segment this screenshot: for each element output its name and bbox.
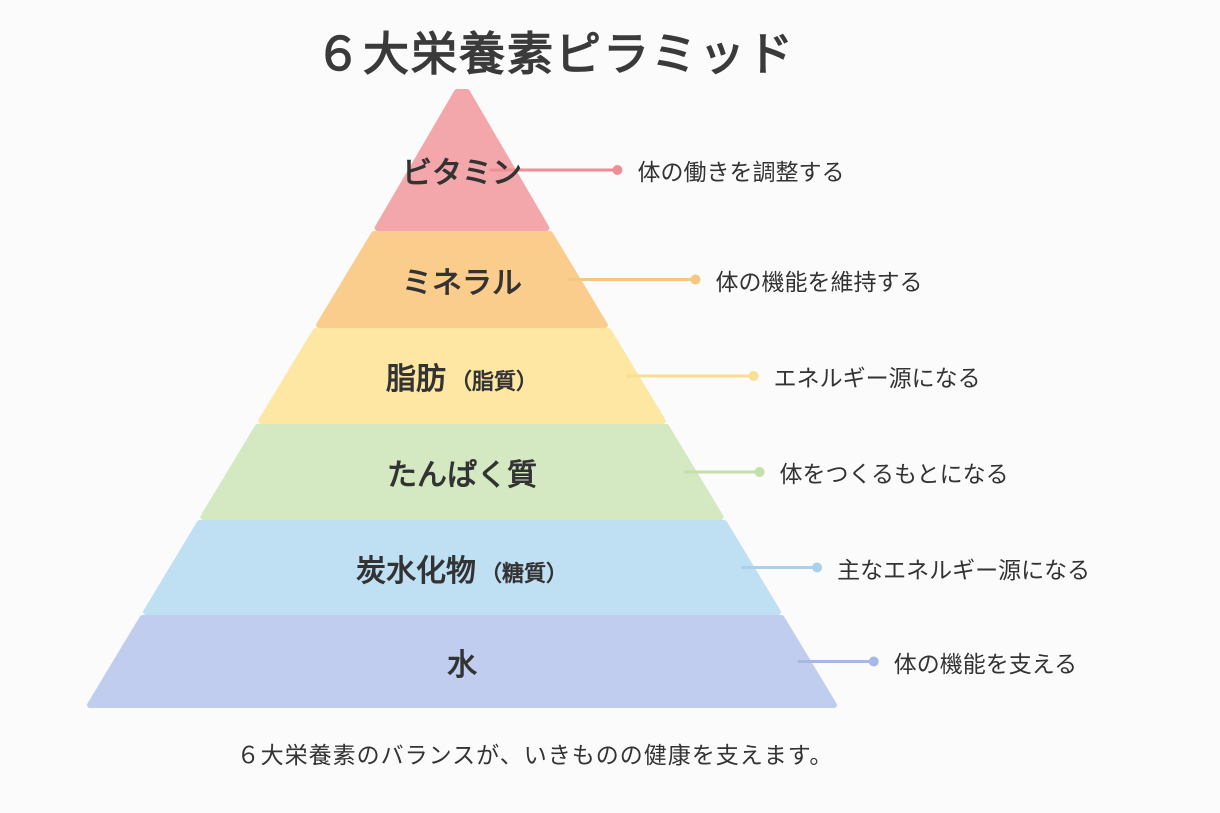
layer-label-4: たんぱく質 [387, 450, 537, 494]
layer-label-5: 炭水化物（糖質） [356, 546, 568, 590]
pyramid-layer-4 [200, 424, 724, 520]
layer-name: 炭水化物 [355, 553, 476, 589]
layer-role-1: 体の働きを調整する [637, 160, 845, 186]
layer-name: たんぱく質 [387, 458, 537, 493]
pyramid-layer-6 [87, 615, 837, 708]
layer-label-3: 脂肪（脂質） [386, 354, 538, 398]
layer-name-paren: （糖質） [479, 561, 569, 587]
leader-dot-5 [812, 562, 823, 573]
layer-label-1: ビタミン [402, 148, 522, 192]
pyramid-layer-1 [374, 89, 550, 231]
leader-dot-4 [754, 467, 765, 477]
pyramid-layer-3 [258, 328, 666, 424]
pyramid-layer-5 [143, 520, 781, 615]
layer-name: ミネラル [402, 265, 522, 301]
layer-label-6: 水 [447, 640, 477, 684]
leader-dot-2 [690, 274, 701, 285]
layer-role-6: 体の機能を支える [893, 651, 1078, 678]
layer-label-2: ミネラル [402, 258, 522, 302]
layer-name-paren: （脂質） [449, 370, 539, 395]
layer-role-3: エネルギー源になる [773, 366, 981, 392]
pyramid-layer-2 [316, 231, 608, 328]
leader-dot-3 [748, 371, 759, 381]
diagram-title: ６大栄養素ピラミッド [315, 27, 795, 81]
layer-role-2: 体の機能を維持する [715, 269, 923, 296]
layer-name: ビタミン [402, 156, 522, 191]
layer-name: 脂肪 [385, 362, 446, 397]
leader-dot-6 [868, 656, 879, 667]
diagram-caption: ６大栄養素のバランスが、いきものの健康を支えます。 [236, 743, 834, 769]
leader-dot-1 [612, 165, 623, 175]
layer-name: 水 [447, 647, 477, 683]
layer-role-5: 主なエネルギー源になる [837, 557, 1091, 584]
layer-role-4: 体をつくるもとになる [779, 462, 1009, 488]
